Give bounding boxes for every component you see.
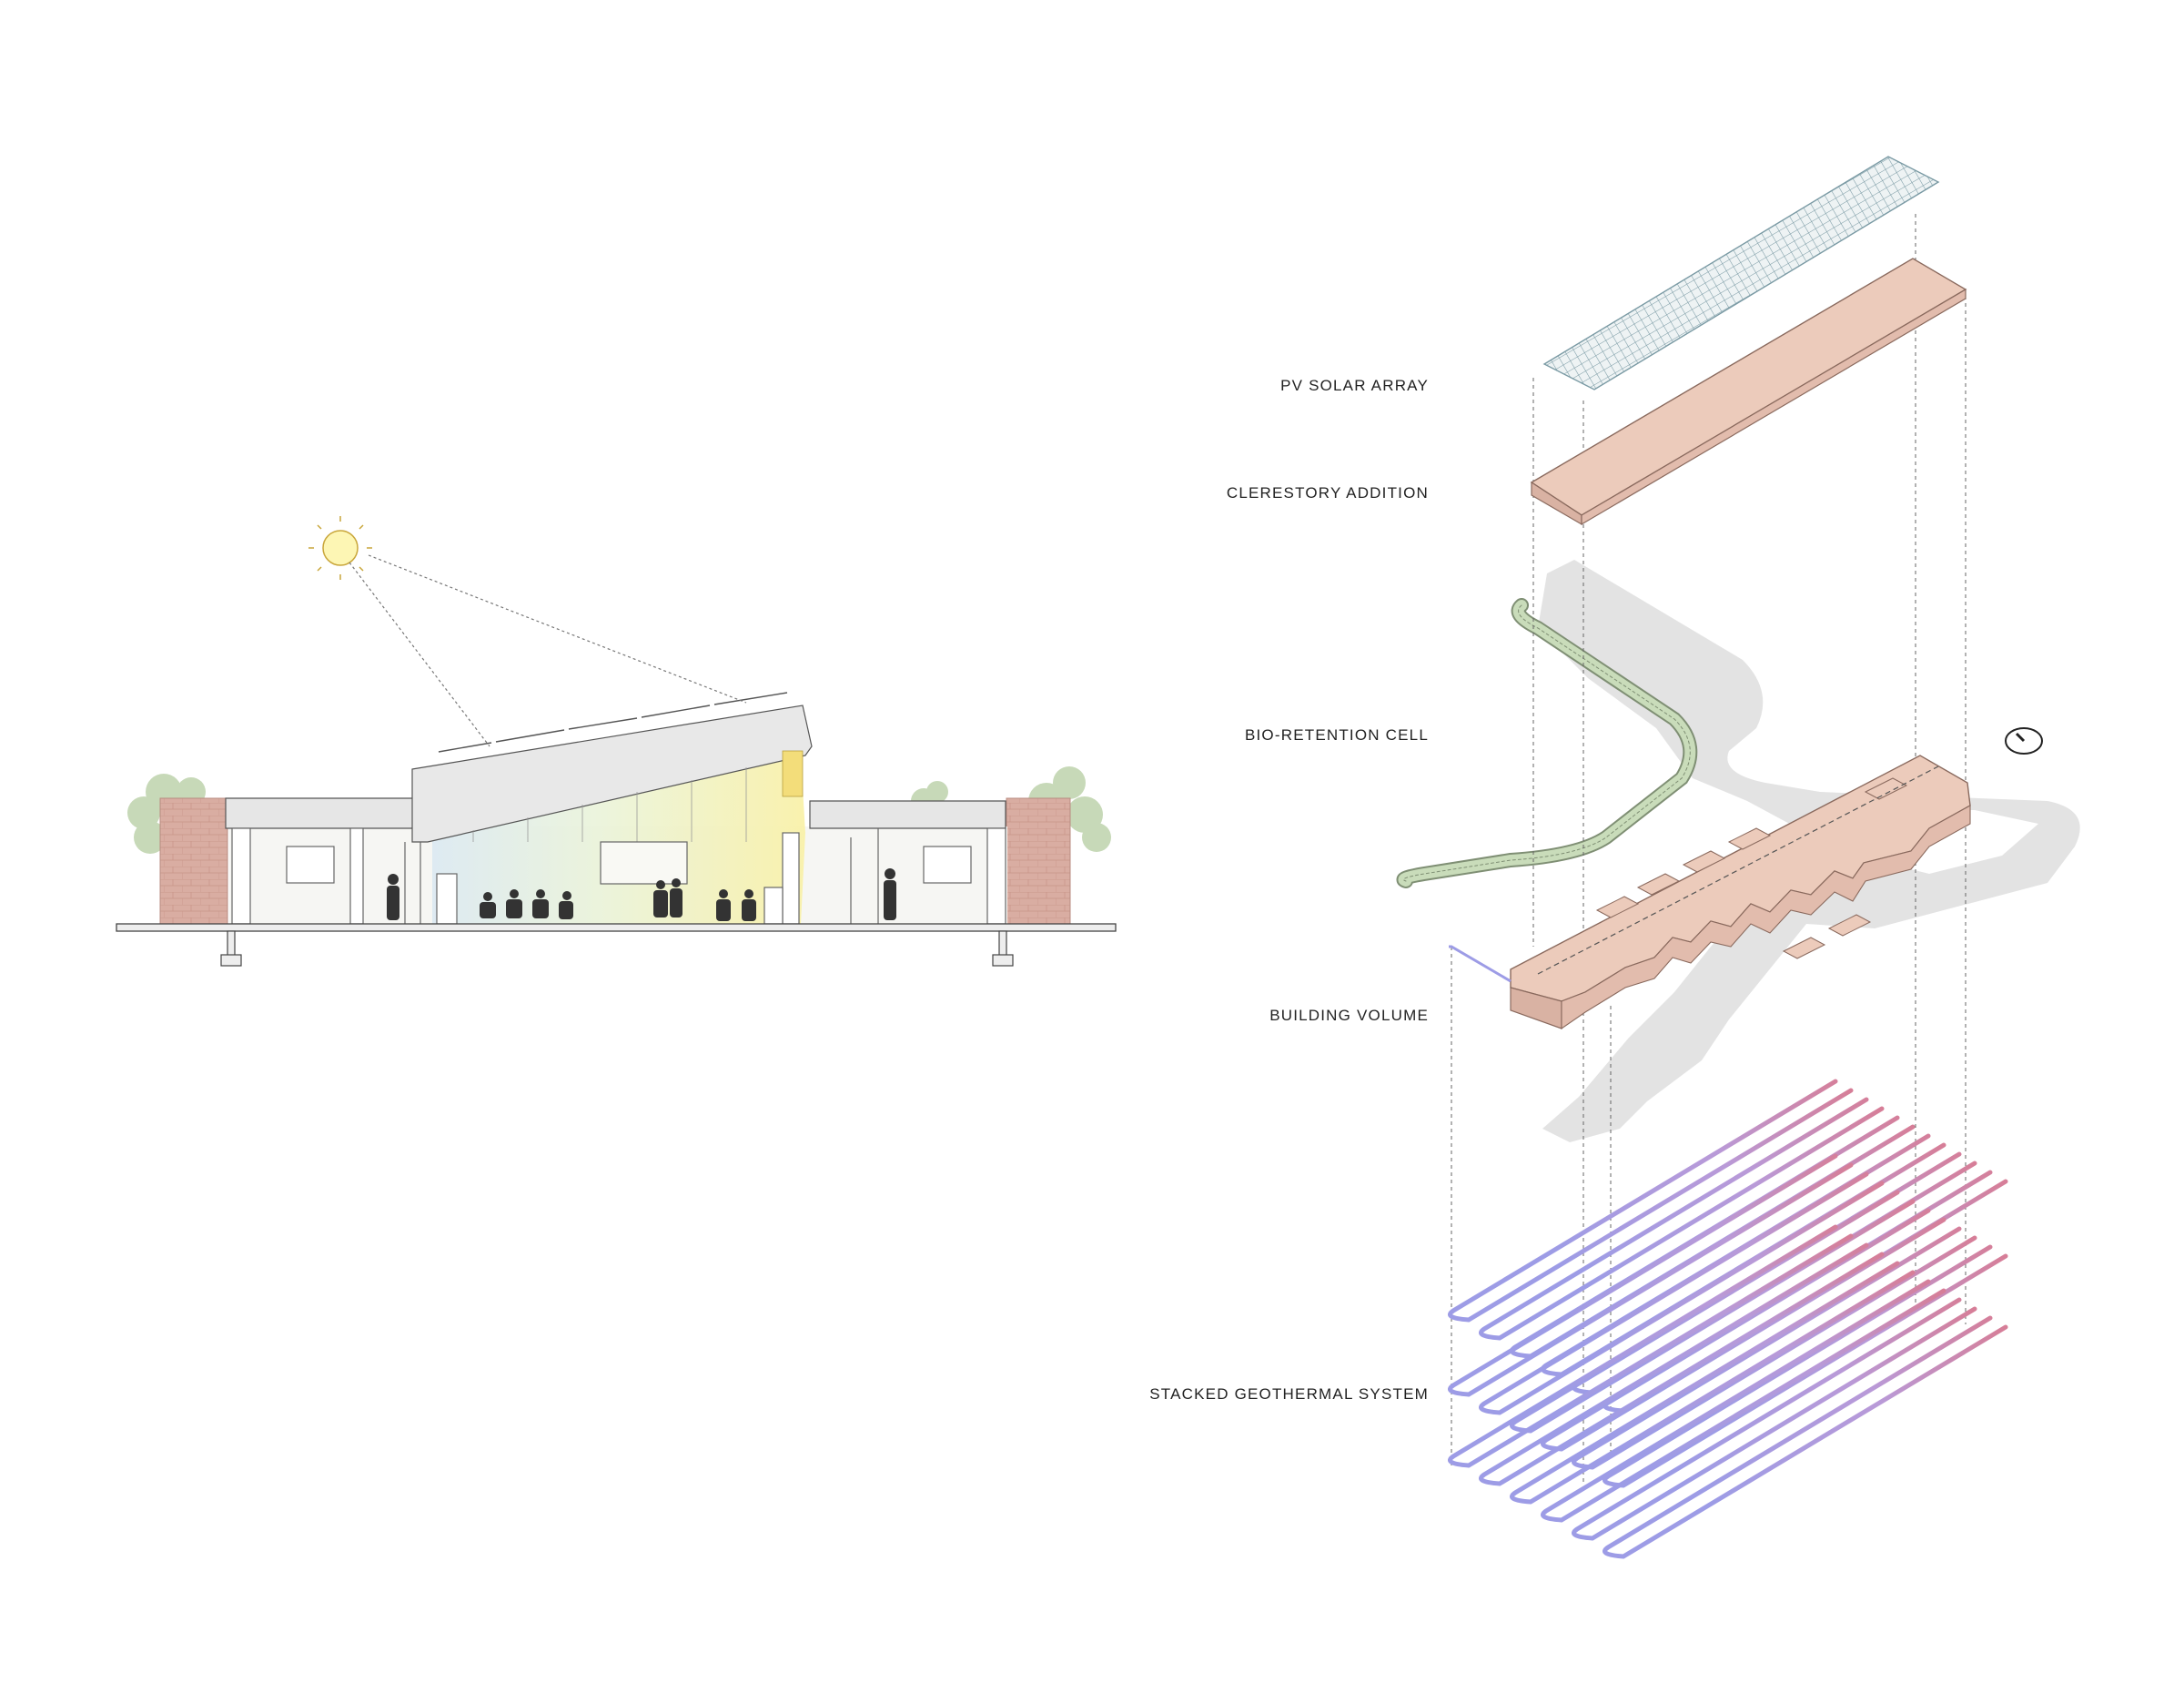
building-section — [116, 516, 1117, 967]
footing-left — [227, 930, 236, 958]
geo-supply-line — [1449, 945, 1512, 983]
roof-left — [225, 797, 415, 829]
geothermal-loop — [1541, 1279, 1946, 1523]
geothermal-loop — [1448, 1153, 1854, 1397]
geothermal-loop — [1572, 1297, 1977, 1541]
geothermal-loop — [1448, 1079, 1854, 1323]
interior-partitions — [231, 827, 1006, 925]
label-clerestory-addition: CLERESTORY ADDITION — [1226, 484, 1429, 502]
north-arrow-icon — [2005, 727, 2043, 755]
clerestory-roof — [411, 705, 813, 843]
clerestory-addition — [1530, 258, 1967, 526]
brick-wall-left — [159, 797, 228, 925]
label-stacked-geothermal-system: STACKED GEOTHERMAL SYSTEM — [1149, 1385, 1429, 1403]
daylight-wash — [432, 755, 805, 924]
geothermal-loop — [1603, 1315, 2008, 1559]
sun-ray-2 — [368, 554, 747, 704]
pv-solar-array — [1542, 156, 1940, 390]
stacked-geothermal-system — [1448, 1079, 2008, 1559]
geothermal-loop — [1479, 1242, 1885, 1486]
footing-right-base — [992, 954, 1014, 967]
label-bio-retention-cell: BIO-RETENTION CELL — [1244, 726, 1429, 744]
geothermal-layer — [1448, 1224, 2008, 1559]
geothermal-loop — [1479, 1097, 1885, 1341]
clerestory-glazing — [472, 767, 747, 842]
label-building-volume: BUILDING VOLUME — [1269, 1007, 1429, 1024]
geothermal-loop — [1510, 1261, 1916, 1505]
geothermal-loop — [1448, 1224, 1854, 1468]
clerestory-yellow-panel — [782, 750, 804, 797]
exploded-axonometric — [1396, 156, 2080, 1559]
layer-labels: PV SOLAR ARRAY CLERESTORY ADDITION BIO-R… — [1001, 0, 1429, 1688]
building-volume — [1510, 755, 1971, 1030]
sun-ray-1 — [349, 562, 490, 747]
sun-icon — [308, 516, 372, 580]
brick-wall-right — [1006, 797, 1071, 925]
footing-left-base — [220, 954, 242, 967]
geothermal-layer — [1448, 1079, 2008, 1414]
ground-slab — [116, 923, 1117, 932]
label-pv-solar-array: PV SOLAR ARRAY — [1280, 377, 1429, 394]
roof-right — [809, 800, 1006, 829]
roof-pv-panels — [438, 692, 788, 753]
people-silhouettes — [387, 868, 896, 921]
geothermal-loop — [1479, 1171, 1885, 1415]
